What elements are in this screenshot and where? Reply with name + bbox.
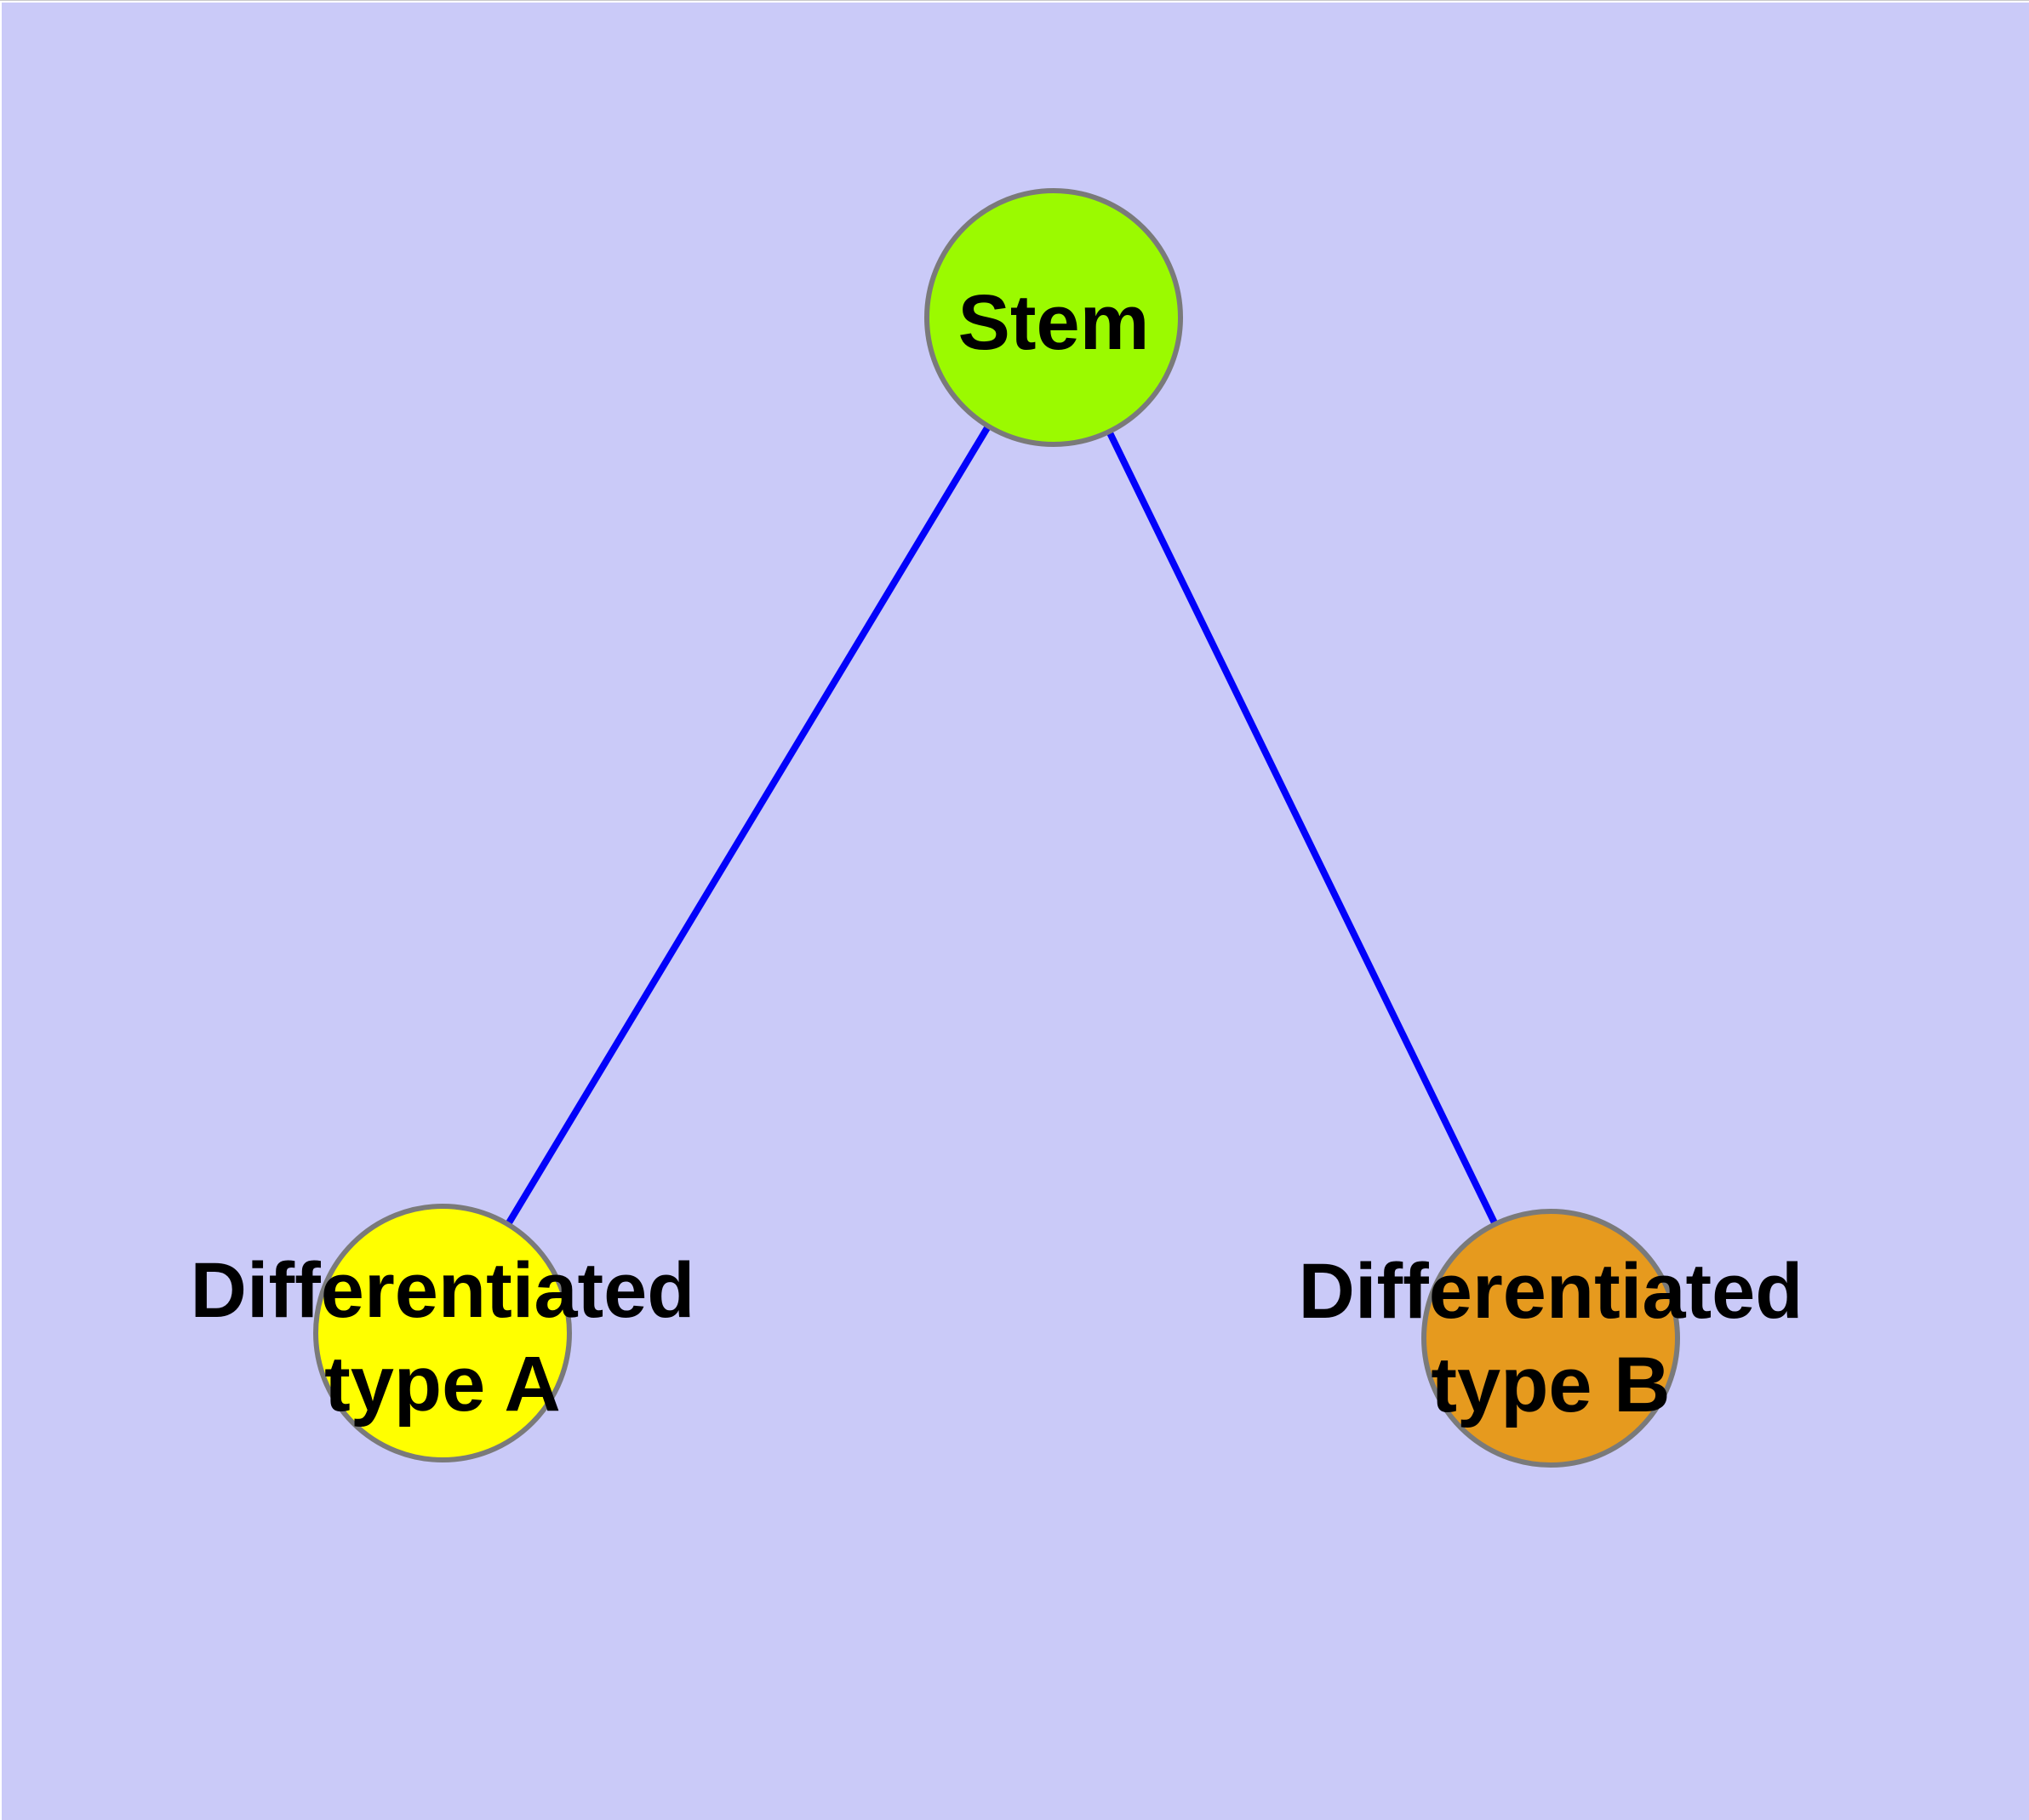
node-stem-label: Stem xyxy=(958,279,1150,366)
top-hairline xyxy=(0,0,2029,1)
node-stem-circle xyxy=(924,188,1183,447)
node-type-b-label-line2: type B xyxy=(1431,1342,1670,1428)
edge-stem-to-type-a xyxy=(439,315,1057,1336)
node-type-a-circle xyxy=(313,1204,572,1462)
edge-stem-to-type-b xyxy=(1050,316,1554,1340)
node-type-a-label-line2: type A xyxy=(324,1341,561,1428)
node-type-a-label-line1: Differentiated xyxy=(191,1247,695,1334)
node-type-b-label-line1: Differentiated xyxy=(1299,1248,1803,1335)
node-type-b-circle xyxy=(1421,1209,1680,1468)
cell-differentiation-graph: Stem Differentiated type A Differentiate… xyxy=(2,3,2029,1820)
